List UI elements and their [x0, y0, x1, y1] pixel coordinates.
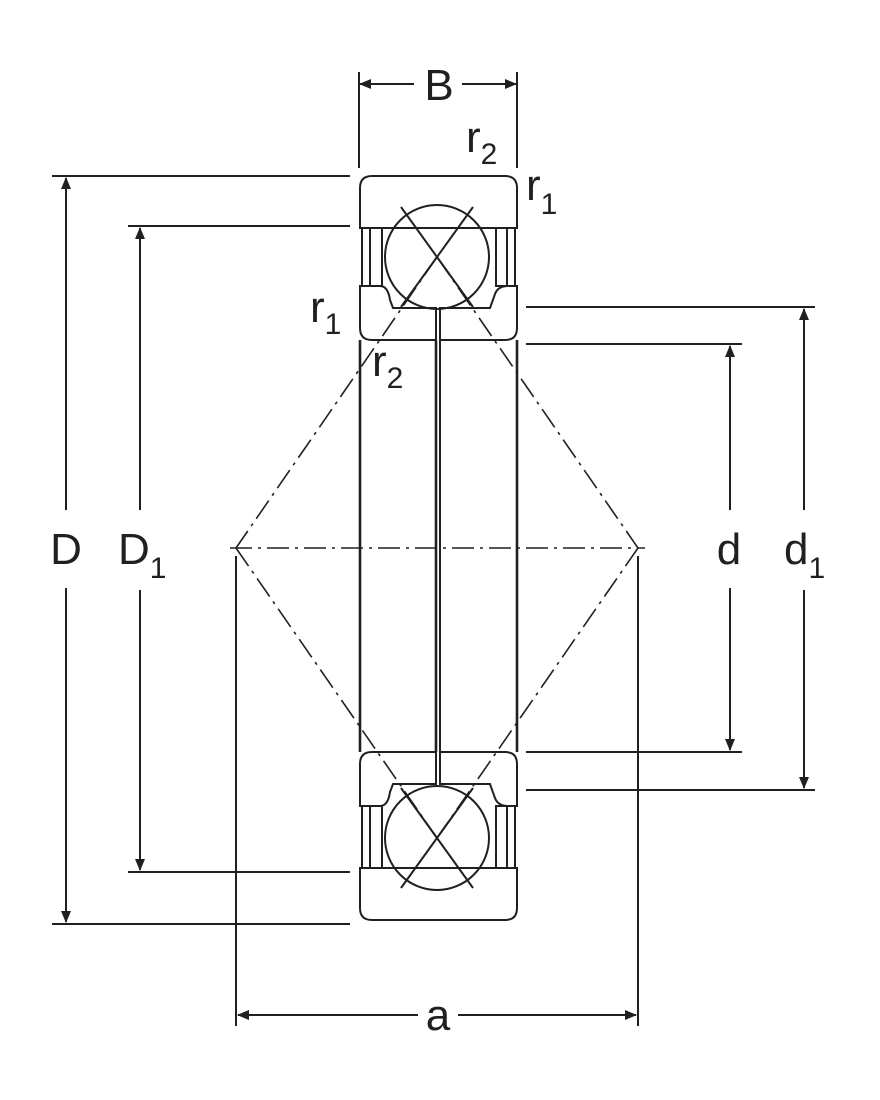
cage-top-right — [495, 227, 516, 287]
cage-top-left — [361, 227, 383, 287]
dimension-D1: D1 — [118, 225, 350, 873]
label-r2-inner: r2 — [372, 337, 403, 395]
cage-bottom-right — [495, 805, 516, 869]
label-r2-top: r2 — [466, 113, 497, 171]
label-D: D — [50, 525, 82, 574]
label-a: a — [426, 991, 451, 1040]
outer-ring-bottom — [359, 867, 518, 921]
section-lines — [358, 340, 519, 752]
outer-ring-top — [359, 175, 518, 229]
contact-angle-lines — [230, 256, 645, 839]
dimension-d: d — [526, 343, 742, 753]
ball-bottom — [384, 785, 490, 891]
label-r1-inner: r1 — [310, 283, 341, 341]
label-r1-top: r1 — [526, 161, 557, 221]
dimension-d1: d1 — [526, 306, 825, 791]
ball-top — [384, 204, 490, 310]
label-d1: d1 — [784, 525, 825, 585]
label-d: d — [717, 525, 741, 574]
dimension-D: D — [50, 175, 350, 925]
label-B: B — [424, 61, 453, 110]
inner-ring-top-right — [439, 285, 518, 341]
label-D1: D1 — [118, 525, 166, 585]
inner-ring-bottom-left — [359, 751, 437, 807]
dimension-a: a — [235, 556, 639, 1040]
dimension-B: B — [358, 61, 518, 168]
inner-ring-top-left — [359, 285, 437, 341]
cage-bottom-left — [361, 805, 383, 869]
radius-labels: r2 r1 r1 r2 — [310, 113, 557, 395]
